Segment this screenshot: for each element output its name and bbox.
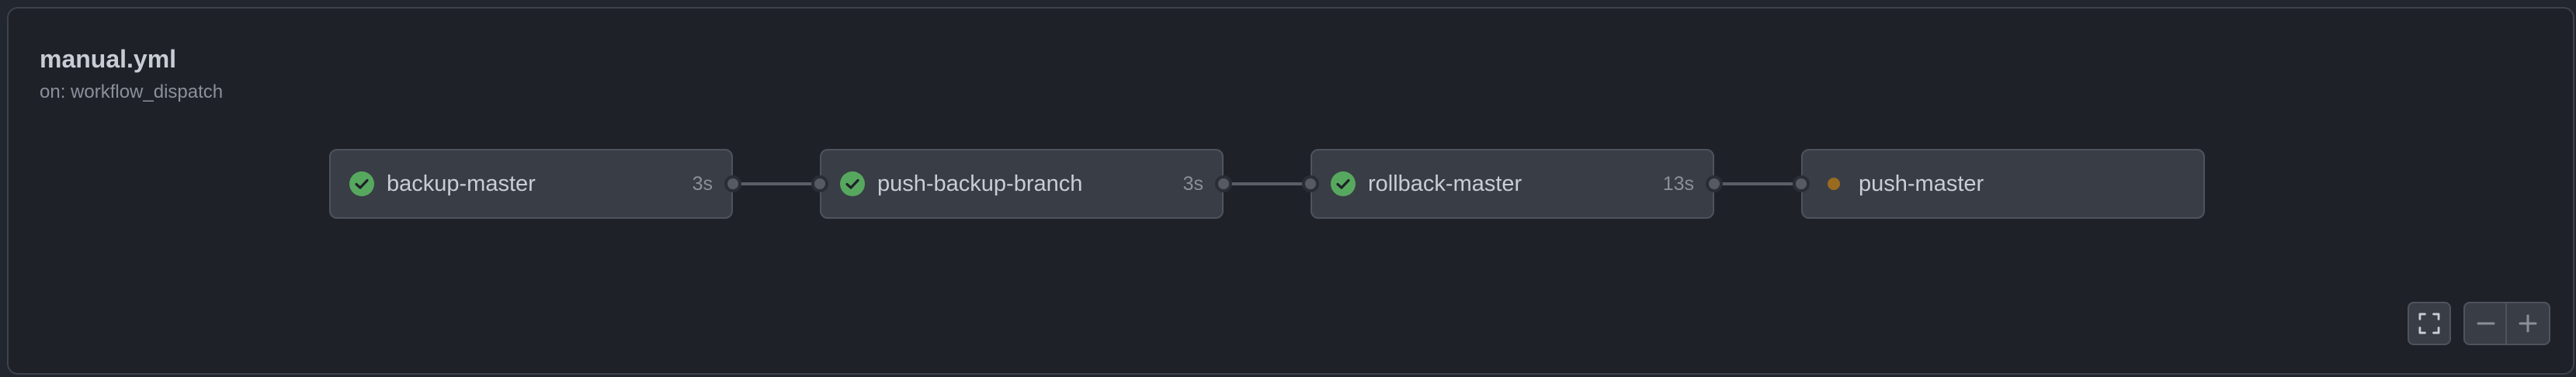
fullscreen-icon (2418, 313, 2440, 334)
input-port (1793, 175, 1810, 192)
zoom-controls (2463, 302, 2550, 345)
job-connector (733, 182, 820, 185)
workflow-graph-panel: manual.yml on: workflow_dispatch backup-… (7, 7, 2574, 375)
check-circle-icon (1331, 171, 1356, 196)
pending-dot-icon (1828, 178, 1840, 190)
input-port (811, 175, 828, 192)
job-name: push-backup-branch (877, 171, 1083, 196)
minus-icon (2477, 322, 2495, 325)
job-connector (1714, 182, 1801, 185)
workflow-title: manual.yml (40, 45, 177, 73)
workflow-trigger: on: workflow_dispatch (40, 81, 224, 102)
job-node-push-master[interactable]: push-master (1801, 149, 2205, 219)
input-port (1302, 175, 1319, 192)
job-connector (1224, 182, 1311, 185)
zoom-in-button[interactable] (2507, 303, 2549, 344)
check-circle-icon (840, 171, 865, 196)
fullscreen-button[interactable] (2408, 302, 2451, 345)
job-node-backup-master[interactable]: backup-master 3s (329, 149, 733, 219)
job-node-push-backup-branch[interactable]: push-backup-branch 3s (820, 149, 1224, 219)
job-name: push-master (1859, 171, 1984, 196)
job-duration: 3s (692, 173, 713, 195)
job-name: rollback-master (1368, 171, 1522, 196)
output-port (1706, 175, 1723, 192)
check-circle-icon (349, 171, 374, 196)
output-port (724, 175, 741, 192)
plus-icon (2519, 314, 2537, 333)
job-name: backup-master (387, 171, 536, 196)
job-duration: 3s (1182, 173, 1203, 195)
job-node-rollback-master[interactable]: rollback-master 13s (1311, 149, 1714, 219)
output-port (1215, 175, 1232, 192)
zoom-out-button[interactable] (2465, 303, 2507, 344)
job-duration: 13s (1662, 173, 1694, 195)
